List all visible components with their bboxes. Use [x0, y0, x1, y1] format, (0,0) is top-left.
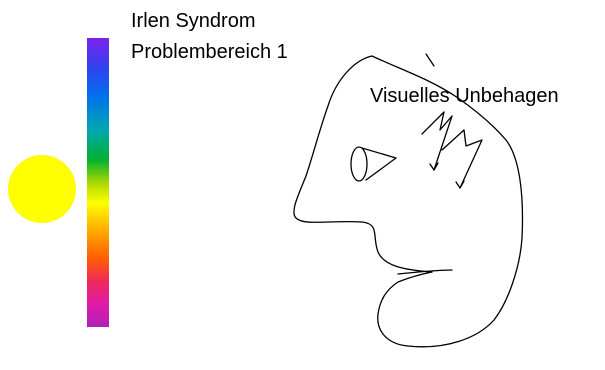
zigzag-mark-1-arrow — [430, 163, 438, 170]
zigzag-mark-1 — [422, 112, 452, 170]
title-line-1: Irlen Syndrom — [131, 9, 256, 33]
eye-outline — [351, 147, 367, 181]
annotation-label: Visuelles Unbehagen — [370, 84, 559, 108]
zigzag-mark-2 — [442, 130, 482, 188]
zigzag-mark-2-arrow — [456, 181, 464, 188]
color-spectrum-bar — [87, 38, 109, 327]
hair-squiggle — [426, 54, 434, 66]
sun-circle — [8, 155, 76, 223]
discomfort-zigzag-marks — [422, 112, 482, 188]
title-line-2: Problembereich 1 — [131, 40, 288, 64]
